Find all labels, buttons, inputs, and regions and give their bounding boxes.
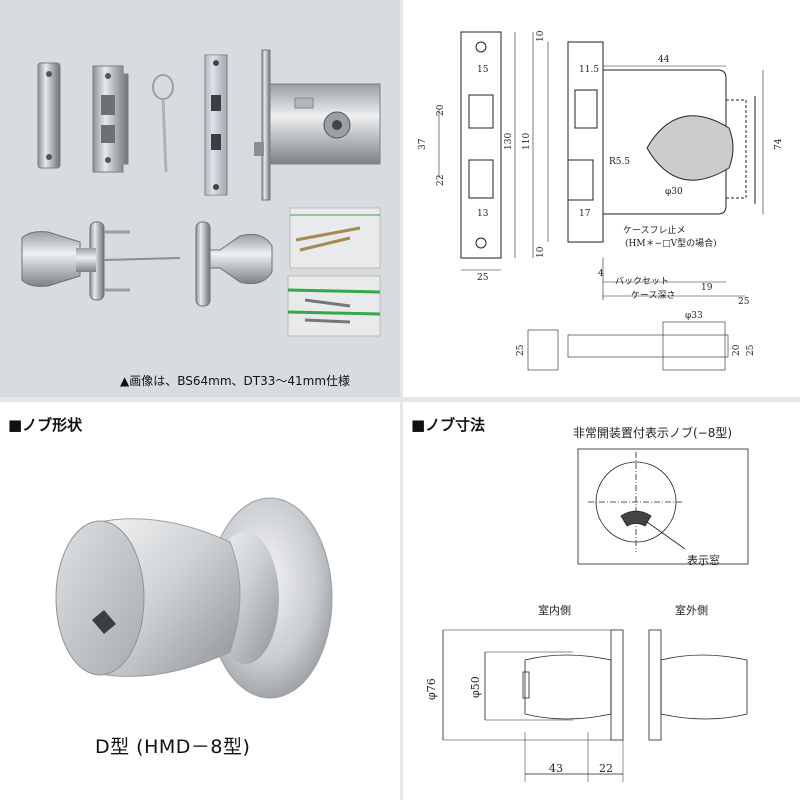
dim-25d: 25 bbox=[746, 344, 756, 356]
screw-hole-bottom bbox=[475, 237, 487, 249]
knob-inside-photo bbox=[21, 221, 181, 301]
dim-17: 17 bbox=[579, 209, 591, 219]
dim-phi30: φ30 bbox=[665, 187, 683, 197]
dim-19: 19 bbox=[701, 283, 713, 293]
knob-photo bbox=[55, 497, 333, 699]
product-photo bbox=[21, 49, 381, 337]
dim-13: 13 bbox=[477, 209, 489, 219]
dim-43: 43 bbox=[549, 762, 563, 775]
front-plate-outline bbox=[460, 31, 502, 259]
indicator-frame bbox=[577, 448, 749, 565]
knob-dims-panel: ■ノブ寸法 非常開装置付表示ノブ(−8型) bbox=[403, 402, 800, 800]
label-case-fure-note: (HM＊−□V型の場合) bbox=[625, 237, 717, 249]
dim-25c: 25 bbox=[516, 344, 526, 356]
latch-opening bbox=[468, 94, 494, 129]
lock-dimension-drawing: 10 15 11.5 44 20 37 130 110 74 22 R5.5 φ… bbox=[418, 30, 784, 371]
label-backset: バックセット bbox=[615, 276, 669, 287]
dim-25b: 25 bbox=[738, 297, 750, 307]
dim-20a: 20 bbox=[436, 104, 446, 116]
label-inside: 室内側 bbox=[538, 603, 571, 617]
photo-caption: ▲画像は、BS64mm、DT33〜41mm仕様 bbox=[120, 374, 351, 388]
strike-plate-small bbox=[37, 62, 61, 169]
indicator-slot bbox=[92, 610, 116, 634]
section-title-knob-dims: ■ノブ寸法 bbox=[411, 416, 486, 434]
dim-44: 44 bbox=[658, 55, 670, 65]
dim-20b: 20 bbox=[732, 344, 742, 356]
dim-phi33: φ33 bbox=[685, 311, 703, 321]
outside-rose bbox=[648, 629, 662, 741]
dim-4: 4 bbox=[598, 269, 604, 279]
lock-case bbox=[254, 49, 381, 201]
dim-25a: 25 bbox=[477, 273, 489, 283]
dim-74: 74 bbox=[774, 138, 784, 150]
dim-22: 22 bbox=[436, 175, 446, 186]
lock-drawing-panel: 10 15 11.5 44 20 37 130 110 74 22 R5.5 φ… bbox=[403, 0, 800, 397]
knob-outside-photo bbox=[195, 221, 273, 307]
indicator-title: 非常開装置付表示ノブ(−8型) bbox=[573, 425, 732, 440]
screw-hole-top bbox=[475, 41, 487, 53]
dim-130: 130 bbox=[504, 133, 514, 150]
dim-110: 110 bbox=[522, 133, 532, 150]
emergency-key bbox=[152, 74, 174, 173]
dim-15: 15 bbox=[477, 65, 489, 75]
deadbolt-opening bbox=[468, 159, 494, 199]
dim-22-knob: 22 bbox=[599, 762, 613, 775]
dim-37: 37 bbox=[418, 138, 428, 150]
label-case-fure: ケースフレ止メ bbox=[623, 224, 686, 236]
bottom-view-case bbox=[567, 334, 729, 358]
label-outside: 室外側 bbox=[675, 603, 708, 617]
dim-phi50: φ50 bbox=[469, 676, 482, 698]
outside-knob bbox=[660, 654, 748, 720]
lock-case-outline bbox=[567, 41, 604, 243]
dim-phi76: φ76 bbox=[425, 678, 438, 700]
knob-model-label: D型 (HMD－8型) bbox=[95, 736, 251, 758]
dim-10-top: 10 bbox=[536, 30, 546, 42]
knob-dimension-drawing: 非常開装置付表示ノブ(−8型) 表示 bbox=[425, 425, 749, 782]
dim-10-bottom: 10 bbox=[536, 246, 546, 258]
bottom-view-knob bbox=[662, 321, 726, 371]
front-plate bbox=[204, 54, 228, 196]
screw-bag-2 bbox=[287, 275, 381, 337]
inside-knob bbox=[524, 654, 612, 720]
dim-11-5: 11.5 bbox=[579, 65, 599, 75]
inside-rose bbox=[610, 629, 624, 741]
knob-face bbox=[55, 520, 145, 676]
section-title-knob-shape: ■ノブ形状 bbox=[8, 416, 83, 434]
product-photo-panel: ▲画像は、BS64mm、DT33〜41mm仕様 bbox=[0, 0, 400, 397]
dim-r5-5: R5.5 bbox=[609, 157, 630, 167]
label-indicator-window: 表示窓 bbox=[687, 553, 720, 567]
label-case-depth: ケース深さ bbox=[631, 290, 676, 301]
divider-vertical bbox=[400, 0, 403, 800]
indicator-window bbox=[620, 510, 652, 527]
knob-shape-panel: ■ノブ形状 D型 (HMD－8型) bbox=[0, 402, 400, 800]
strike-plate-large bbox=[92, 65, 129, 173]
screw-bag-1 bbox=[289, 207, 381, 269]
